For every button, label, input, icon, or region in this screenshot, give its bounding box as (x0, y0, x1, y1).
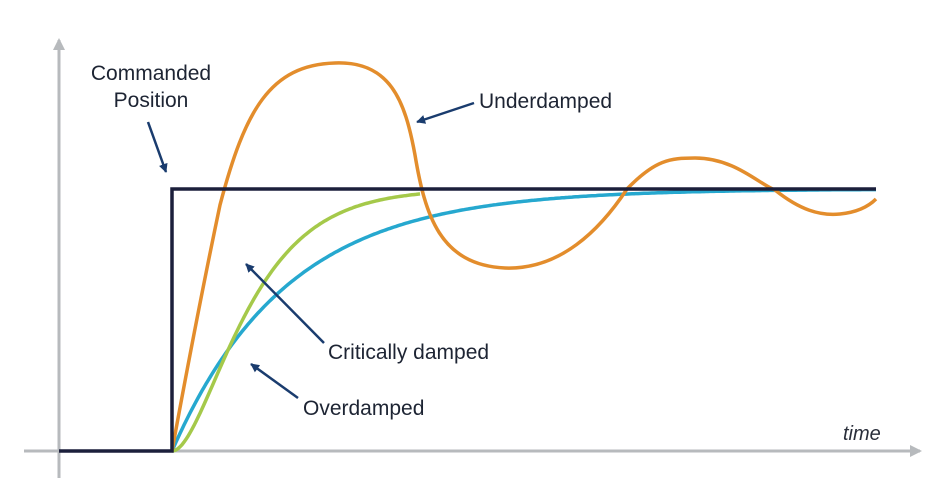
critically-damped-curve (171, 192, 421, 453)
x-axis-label: time (843, 423, 881, 445)
critically-damped-label: Critically damped (328, 341, 489, 364)
underdamped-label: Underdamped (479, 90, 612, 113)
underdamped-curve (170, 61, 878, 452)
critically-damped-callout-arrow (245, 263, 325, 344)
commanded-label-line1: Commanded (91, 62, 211, 85)
underdamped-callout-arrow (416, 101, 475, 124)
overdamped-callout-arrow (250, 362, 299, 400)
overdamped-label: Overdamped (303, 397, 424, 420)
commanded-callout-arrow (146, 121, 168, 173)
commanded-position-line (59, 187, 876, 453)
commanded-label-line2: Position (114, 89, 189, 112)
overdamped-curve (170, 187, 876, 452)
